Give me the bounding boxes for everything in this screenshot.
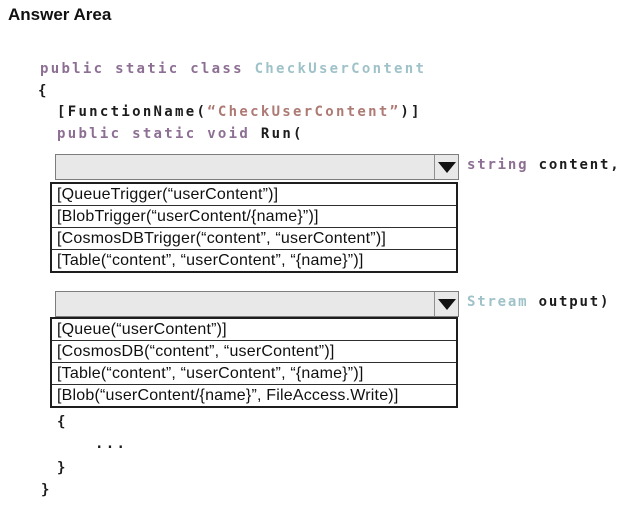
code-body-ellipsis: ... (95, 436, 128, 452)
code-class-name: CheckUserContent (254, 61, 427, 77)
trigger-dropdown[interactable] (55, 154, 459, 180)
chevron-down-icon (437, 298, 456, 310)
code-class-declaration: public static class CheckUserContent (40, 61, 426, 77)
dropdown-option[interactable]: [BlobTrigger(“userContent/{name}”)] (52, 206, 456, 228)
param2-type-keyword: Stream (467, 294, 529, 310)
code-attribute-suffix: )] (400, 104, 422, 120)
trigger-dropdown-button[interactable] (434, 155, 458, 179)
param2-type-label: Stream output) (467, 294, 610, 310)
dropdown-option[interactable]: [Queue(“userContent”)] (52, 319, 456, 341)
code-keywords: public static void (57, 126, 261, 142)
code-attribute-prefix: [FunctionName( (57, 104, 208, 120)
chevron-down-icon (437, 161, 456, 173)
param1-type-keyword: string (467, 157, 529, 173)
code-body-open-brace: { (57, 414, 68, 430)
code-body-close-brace: } (57, 460, 68, 476)
code-keywords: public static class (40, 61, 255, 77)
code-run-declaration: public static void Run( (57, 126, 304, 142)
dropdown-option[interactable]: [CosmosDBTrigger(“content”, “userContent… (52, 228, 456, 250)
code-attribute-string: “CheckUserContent” (207, 104, 401, 120)
dropdown-option[interactable]: [Blob(“userContent/{name}”, FileAccess.W… (52, 385, 456, 406)
param2-name: output) (528, 294, 611, 310)
dropdown-option[interactable]: [Table(“content”, “userContent”, “{name}… (52, 363, 456, 385)
dropdown-option[interactable]: [CosmosDB(“content”, “userContent”)] (52, 341, 456, 363)
param1-type-label: string content, (467, 157, 620, 173)
output-options-list: [Queue(“userContent”)] [CosmosDB(“conten… (50, 317, 458, 408)
param1-name: content, (528, 157, 621, 173)
code-method-name: Run( (260, 126, 304, 142)
code-class-open-brace: { (38, 83, 49, 99)
dropdown-option[interactable]: [Table(“content”, “userContent”, “{name}… (52, 250, 456, 271)
trigger-options-list: [QueueTrigger(“userContent”)] [BlobTrigg… (50, 182, 458, 273)
output-dropdown[interactable] (55, 291, 459, 317)
page-title: Answer Area (8, 5, 112, 24)
output-dropdown-button[interactable] (434, 292, 458, 316)
code-attribute-line: [FunctionName(“CheckUserContent”)] (57, 104, 422, 120)
dropdown-option[interactable]: [QueueTrigger(“userContent”)] (52, 184, 456, 206)
code-class-close-brace: } (41, 482, 52, 498)
